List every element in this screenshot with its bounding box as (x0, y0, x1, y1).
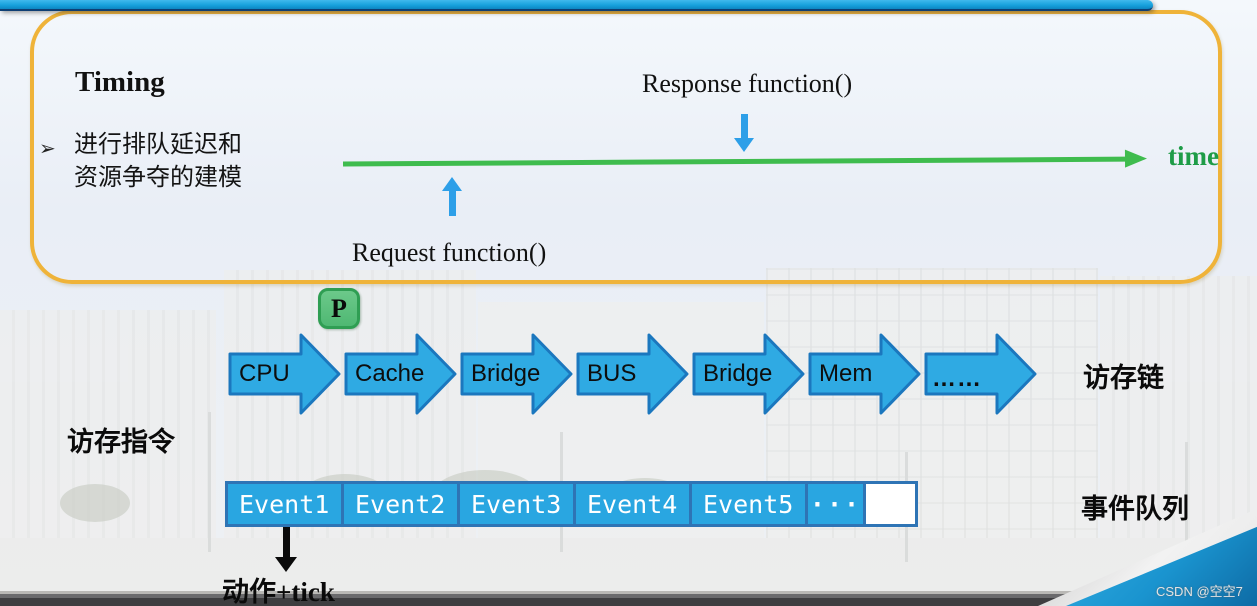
background-photo (0, 262, 1257, 606)
arrow-head (442, 177, 462, 191)
chain-arrow-label: Mem (819, 360, 873, 387)
top-accent-bar (0, 0, 1153, 11)
event-cell-empty (866, 484, 915, 524)
chain-arrow-label: Bridge (703, 360, 773, 387)
event-cell-1: Event1 (228, 484, 341, 524)
bullet-line-2: 资源争夺的建模 (74, 164, 242, 191)
chain-arrow-cache: Cache (344, 332, 457, 416)
instruction-label: 访存指令 (67, 427, 175, 457)
chain-arrow-dots: …… (924, 332, 1037, 416)
block-arrow-shape (460, 333, 573, 415)
p-badge: P (318, 288, 360, 329)
photo-tree (60, 484, 130, 522)
photo-building-right (766, 268, 1098, 578)
bullet-text: 进行排队延迟和 资源争夺的建模 (74, 128, 242, 194)
chain-arrow-bridge-1: Bridge (460, 332, 573, 416)
watermark: CSDN @空空7 (1156, 584, 1243, 599)
chain-label: 访存链 (1083, 363, 1164, 393)
event-cell-5: Event5 (692, 484, 805, 524)
arrow-shaft (740, 114, 748, 138)
arrow-shaft (448, 190, 456, 216)
time-axis-line (342, 156, 1126, 167)
photo-pole (1185, 442, 1188, 562)
response-function-label: Response function() (642, 69, 853, 98)
arrow-head (734, 138, 754, 152)
time-label: time (1168, 141, 1219, 171)
arrow-head (275, 557, 297, 572)
chain-arrow-cpu: CPU (228, 332, 341, 416)
event-cell-ellipsis: ··· (808, 484, 863, 524)
chain-arrow-mem: Mem (808, 332, 921, 416)
chain-arrow-bridge-2: Bridge (692, 332, 805, 416)
photo-pole (208, 412, 211, 552)
request-up-arrow-icon (442, 177, 462, 216)
block-arrow-shape (228, 333, 341, 415)
event-cell-4: Event4 (576, 484, 689, 524)
chain-arrow-label: BUS (587, 360, 637, 387)
queue-label: 事件队列 (1081, 494, 1189, 524)
event-queue: Event1 Event2 Event3 Event4 Event5 ··· (225, 481, 918, 527)
arrow-shaft (283, 527, 290, 557)
chain-arrow-label: Bridge (471, 360, 541, 387)
block-arrow-shape (924, 333, 1037, 415)
bottom-edge-strip (0, 591, 1257, 606)
photo-ground (0, 538, 1257, 598)
response-down-arrow-icon (734, 114, 754, 152)
event-cell-3: Event3 (460, 484, 573, 524)
bullet-line-1: 进行排队延迟和 (74, 131, 242, 158)
event-down-arrow-icon (275, 527, 297, 572)
request-function-label: Request function() (352, 238, 547, 267)
chain-arrow-label: …… (932, 365, 982, 392)
timing-title: Timing (75, 66, 165, 98)
timing-panel (30, 10, 1222, 284)
bullet-arrow-icon: ➢ (39, 138, 56, 160)
chain-arrow-label: Cache (355, 360, 425, 387)
block-arrow-shape (692, 333, 805, 415)
time-axis-head (1124, 149, 1148, 168)
block-arrow-shape (576, 333, 689, 415)
block-arrow-shape (808, 333, 921, 415)
block-arrow-shape (344, 333, 457, 415)
event-cell-2: Event2 (344, 484, 457, 524)
chain-arrow-label: CPU (239, 360, 290, 387)
action-tick-label: 动作+tick (222, 577, 335, 606)
chain-arrow-bus: BUS (576, 332, 689, 416)
